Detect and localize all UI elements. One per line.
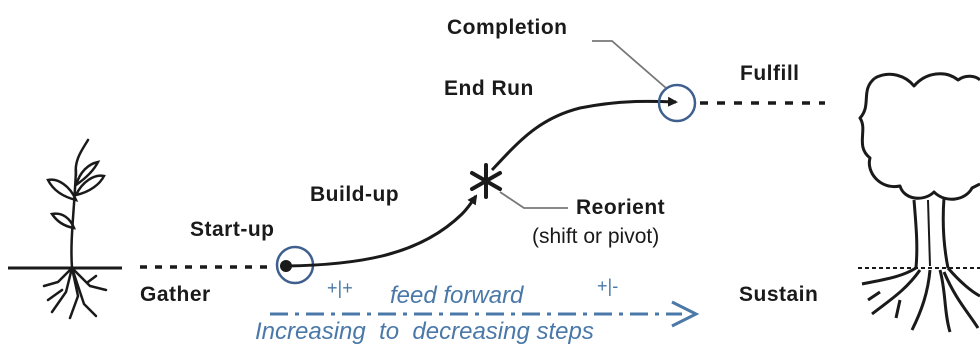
- build-up-label: Build-up: [310, 183, 400, 206]
- sustain-label: Sustain: [739, 283, 819, 306]
- fulfill-label: Fulfill: [740, 62, 800, 85]
- asterisk-icon: [470, 163, 502, 199]
- sign-right-label: +|-: [597, 276, 619, 296]
- build-up-curve: [285, 194, 478, 268]
- reorient-leader: [499, 191, 568, 209]
- tree-icon: [858, 72, 980, 333]
- reorient-note: (shift or pivot): [532, 225, 660, 248]
- gather-label: Gather: [140, 283, 211, 306]
- feed-forward-arrowhead: [671, 300, 700, 328]
- seedling-icon: [42, 138, 108, 320]
- end-run-curve: [490, 96, 678, 172]
- completion-label: Completion: [447, 16, 568, 39]
- end-run-label: End Run: [444, 77, 534, 100]
- sign-left-label: +|+: [327, 278, 353, 298]
- completion-circle: [657, 83, 697, 123]
- start-up-label: Start-up: [190, 218, 275, 241]
- reorient-label: Reorient: [576, 196, 666, 219]
- steps-label: Increasing to decreasing steps: [255, 318, 594, 345]
- completion-leader: [592, 40, 667, 89]
- feed-forward-label: feed forward: [390, 282, 524, 309]
